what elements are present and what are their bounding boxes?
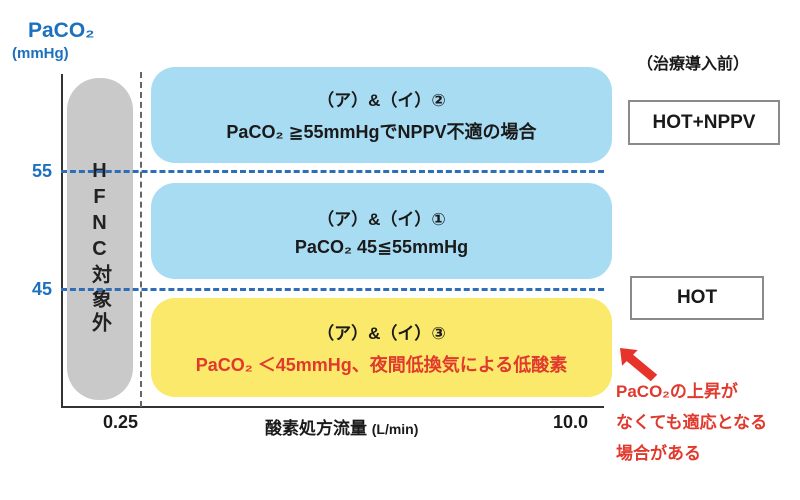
flow-threshold-dashed-line — [140, 72, 142, 407]
zone-nocturnal-hypoventilation: （ア）&（イ）③ PaCO₂ ＜45mmHg、夜間低換気による低酸素 — [151, 298, 612, 397]
x-tick-min: 0.25 — [103, 412, 139, 432]
zone-criteria: （ア）&（イ）② — [317, 91, 446, 110]
hot-box: HOT — [630, 276, 764, 320]
y-axis-title: PaCO₂ — [28, 19, 95, 42]
annotation-line: PaCO₂の上昇が — [616, 382, 738, 401]
threshold-line-55 — [61, 170, 604, 173]
hfnc-excluded-label: HFNC対象外 — [88, 160, 111, 336]
zone-detail: PaCO₂ 45≦55mmHg — [294, 236, 469, 257]
x-axis-unit: (L/min) — [371, 421, 419, 437]
x-axis-label: 酸素処方流量 (L/min) — [265, 414, 418, 439]
pre-treatment-header: （治療導入前） — [637, 56, 750, 73]
threshold-line-45 — [61, 288, 604, 291]
hot-nppv-box: HOT+NPPV — [628, 100, 780, 145]
x-axis-label-text: 酸素処方流量 — [265, 419, 367, 438]
annotation-line: なくても適応となる — [616, 413, 768, 432]
annotation-text: PaCO₂の上昇が なくても適応となる 場合がある — [616, 376, 767, 469]
y-axis-line — [61, 74, 63, 408]
y-tick-55: 55 — [31, 161, 52, 181]
zone-criteria: （ア）&（イ）① — [317, 209, 446, 229]
zone-criteria: （ア）&（イ）③ — [317, 323, 446, 343]
annotation-line: 場合がある — [616, 444, 701, 463]
zone-detail: PaCO₂ ≧55mmHgでNPPV不適の場合 — [226, 122, 537, 142]
zone-paco2-45-55: （ア）&（イ）① PaCO₂ 45≦55mmHg — [151, 183, 612, 279]
up-left-arrow-icon — [620, 348, 658, 382]
zone-detail: PaCO₂ ＜45mmHg、夜間低換気による低酸素 — [195, 354, 568, 375]
x-tick-max: 10.0 — [553, 412, 589, 432]
x-axis-line — [61, 406, 604, 408]
y-tick-45: 45 — [31, 279, 52, 299]
y-axis-unit: (mmHg) — [12, 45, 69, 62]
hfnc-excluded-bar: HFNC対象外 — [67, 78, 133, 400]
zone-nppv-unsuitable: （ア）&（イ）② PaCO₂ ≧55mmHgでNPPV不適の場合 — [151, 67, 612, 163]
